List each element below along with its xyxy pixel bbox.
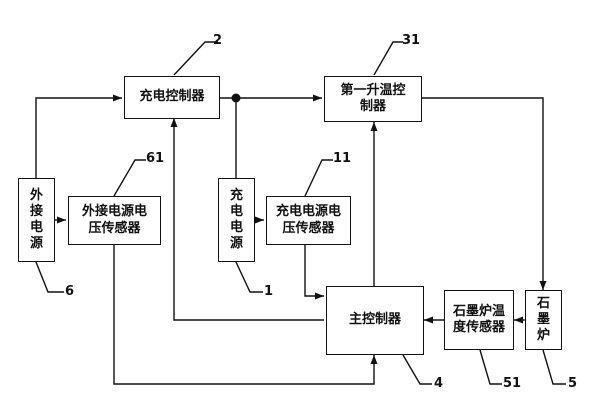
graphite-furnace-label: 石 墨 炉: [536, 295, 550, 344]
charging-power-label: 充 电 电 源: [229, 187, 243, 252]
ref-61: 61: [146, 151, 165, 166]
ref-11: 11: [333, 151, 352, 166]
leader-4: [402, 354, 432, 385]
charging-voltage-sensor-block: 充电电源电 压传感器: [266, 196, 351, 245]
leader-11: [304, 159, 333, 197]
leader-5: [542, 349, 566, 385]
junction-dot: [231, 93, 241, 103]
first-heating-controller-block: 第一升温控 制器: [324, 76, 422, 122]
connector-heating-to-furnace: [422, 97, 547, 290]
ref-4: 4: [434, 376, 444, 391]
ref-6: 6: [65, 284, 75, 299]
graphite-furnace-block: 石 墨 炉: [525, 290, 562, 350]
charging-voltage-sensor-label: 充电电源电 压传感器: [275, 204, 341, 236]
ref-31: 31: [402, 33, 421, 48]
external-voltage-sensor-label: 外接电源电 压传感器: [81, 204, 147, 236]
connector-main-to-charge-controller: [170, 118, 324, 321]
ref-2: 2: [213, 33, 223, 48]
connector-external-power-to-charge-controller: [35, 94, 122, 178]
main-controller-block: 主控制器: [326, 286, 424, 355]
charge-controller-label: 充电控制器: [139, 89, 205, 105]
leader-1: [235, 261, 263, 293]
leader-61: [113, 159, 146, 197]
charge-controller-block: 充电控制器: [124, 76, 220, 119]
main-controller-label: 主控制器: [348, 312, 401, 328]
first-heating-controller-label: 第一升温控 制器: [340, 82, 406, 114]
external-power-block: 外 接 电 源: [18, 178, 55, 262]
connector-charging-sensor-to-main: [304, 245, 324, 300]
graphite-temp-sensor-block: 石墨炉温 度传感器: [444, 290, 514, 350]
external-voltage-sensor-block: 外接电源电 压传感器: [68, 196, 161, 245]
graphite-temp-sensor-label: 石墨炉温 度传感器: [452, 303, 505, 335]
ref-51: 51: [503, 376, 522, 391]
ref-5: 5: [568, 376, 578, 391]
connector-external-sensor-to-main: [113, 245, 378, 385]
leader-2: [173, 41, 218, 76]
leader-31: [373, 41, 403, 76]
leader-51: [479, 349, 502, 385]
ref-1: 1: [264, 284, 274, 299]
charging-power-block: 充 电 电 源: [218, 178, 255, 262]
leader-6: [35, 261, 64, 293]
external-power-label: 外 接 电 源: [29, 187, 43, 252]
